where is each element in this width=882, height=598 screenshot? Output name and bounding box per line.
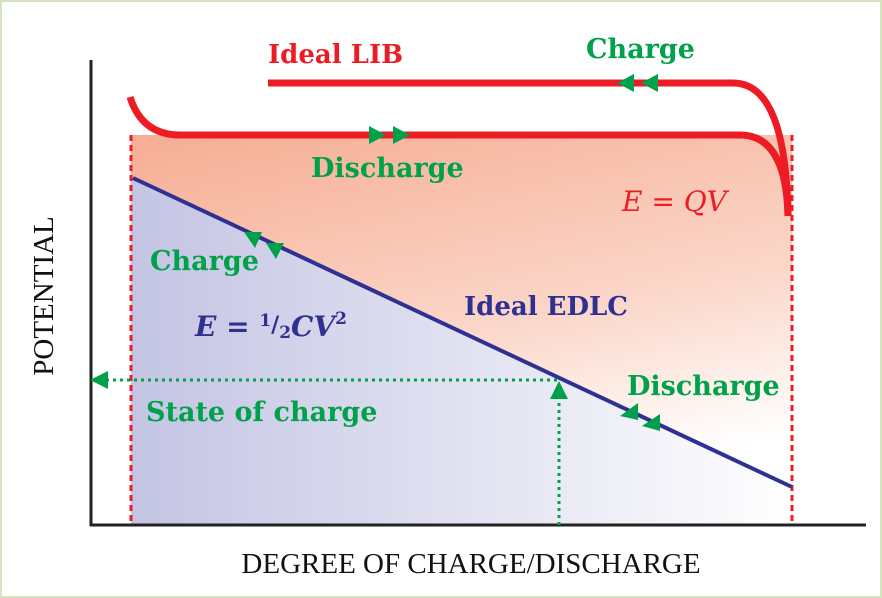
charge-arrow-icon: [266, 243, 284, 259]
lib-discharge-label: Discharge: [311, 153, 464, 184]
y-axis-label: POTENTIAL: [28, 216, 60, 375]
edlc-line: [132, 176, 793, 489]
edlc-charge-label: Charge: [150, 246, 259, 277]
lib-charge-label: Charge: [586, 34, 695, 65]
lib-energy-formula: E = QV: [621, 185, 730, 218]
ideal-edlc-label: Ideal EDLC: [464, 292, 628, 322]
formula-numerator: 1: [259, 311, 271, 331]
discharge-arrow-icon: [620, 403, 638, 420]
edlc-discharge-label: Discharge: [627, 371, 780, 402]
formula-denominator: 2: [279, 323, 291, 343]
lib-charge-curve: [268, 79, 792, 217]
edlc-energy-area: [131, 177, 792, 525]
formula-prefix: E =: [194, 310, 259, 343]
formula-exponent: 2: [335, 309, 347, 329]
soc-up-arrow-icon: [550, 381, 568, 399]
edlc-energy-formula: E = 1/2CV2: [194, 309, 347, 343]
x-axis-label: DEGREE OF CHARGE/DISCHARGE: [241, 548, 700, 580]
state-of-charge-label: State of charge: [146, 397, 377, 428]
discharge-arrow-icon: [369, 126, 386, 144]
charge-arrow-icon: [641, 74, 658, 92]
formula-slash: /: [271, 312, 280, 338]
charge-arrow-icon: [244, 232, 262, 248]
ideal-lib-label: Ideal LIB: [268, 40, 403, 70]
charge-arrow-icon: [617, 74, 634, 92]
soc-left-arrow-icon: [90, 371, 108, 389]
formula-vars: CV: [291, 310, 338, 343]
discharge-arrow-icon: [642, 414, 660, 431]
discharge-arrow-icon: [393, 126, 410, 144]
